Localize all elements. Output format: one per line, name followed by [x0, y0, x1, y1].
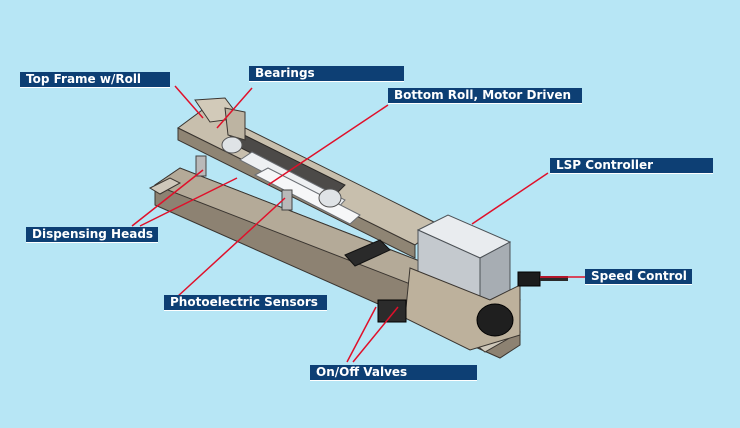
leader-valve-2 [352, 306, 399, 363]
leader-lsp-controller [471, 172, 549, 225]
label-top-frame: Top Frame w/Roll [20, 72, 170, 88]
leader-photoelectric [176, 197, 286, 298]
label-dispensing-heads: Dispensing Heads [26, 227, 158, 243]
bearing-right [318, 188, 342, 208]
label-bottom-roll: Bottom Roll, Motor Driven [388, 88, 582, 104]
left-foot [148, 177, 182, 195]
bearing-left [221, 136, 243, 154]
leader-bottom-roll [267, 104, 389, 186]
label-lsp-controller: LSP Controller [550, 158, 713, 174]
motor-face [476, 303, 514, 337]
speed-control-knob [517, 271, 541, 287]
valve-block [377, 299, 407, 323]
speed-control-cable [540, 276, 568, 281]
bottom-roll [253, 167, 361, 225]
leader-dispensing-2 [139, 177, 238, 227]
dispensing-head-1 [195, 155, 207, 177]
label-photoelectric-sensors: Photoelectric Sensors [164, 295, 327, 311]
bracket-tab [224, 107, 246, 141]
leader-bearings [216, 87, 253, 129]
leader-top-frame [174, 85, 204, 119]
label-bearings: Bearings [249, 66, 404, 82]
sensor-strip [344, 239, 391, 267]
label-speed-control: Speed Control [585, 269, 692, 285]
leader-valve-1 [346, 306, 377, 363]
leader-lines [131, 85, 586, 363]
leader-dispensing-1 [131, 169, 204, 227]
label-on-off-valves: On/Off Valves [310, 365, 477, 381]
